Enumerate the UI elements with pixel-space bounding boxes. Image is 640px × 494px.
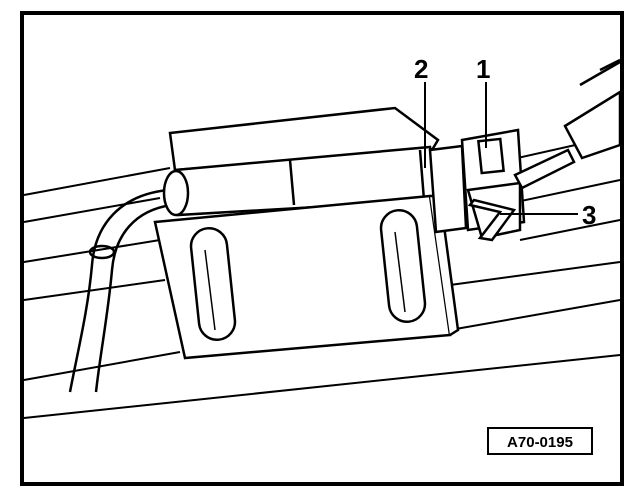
screwdriver-tool <box>513 58 622 190</box>
reference-code: A70-0195 <box>507 434 573 451</box>
callout-1: 1 <box>476 54 490 84</box>
callout-3: 3 <box>582 200 596 230</box>
connector-window <box>477 137 505 175</box>
cable <box>68 188 173 393</box>
plate-slot-right <box>379 208 427 324</box>
locking-tab <box>467 198 517 242</box>
front-plate <box>153 194 460 360</box>
plate-slot-left <box>189 226 237 342</box>
callout-2: 2 <box>414 54 428 84</box>
leader-lines <box>424 82 578 215</box>
reference-code-box: A70-0195 <box>487 427 593 455</box>
